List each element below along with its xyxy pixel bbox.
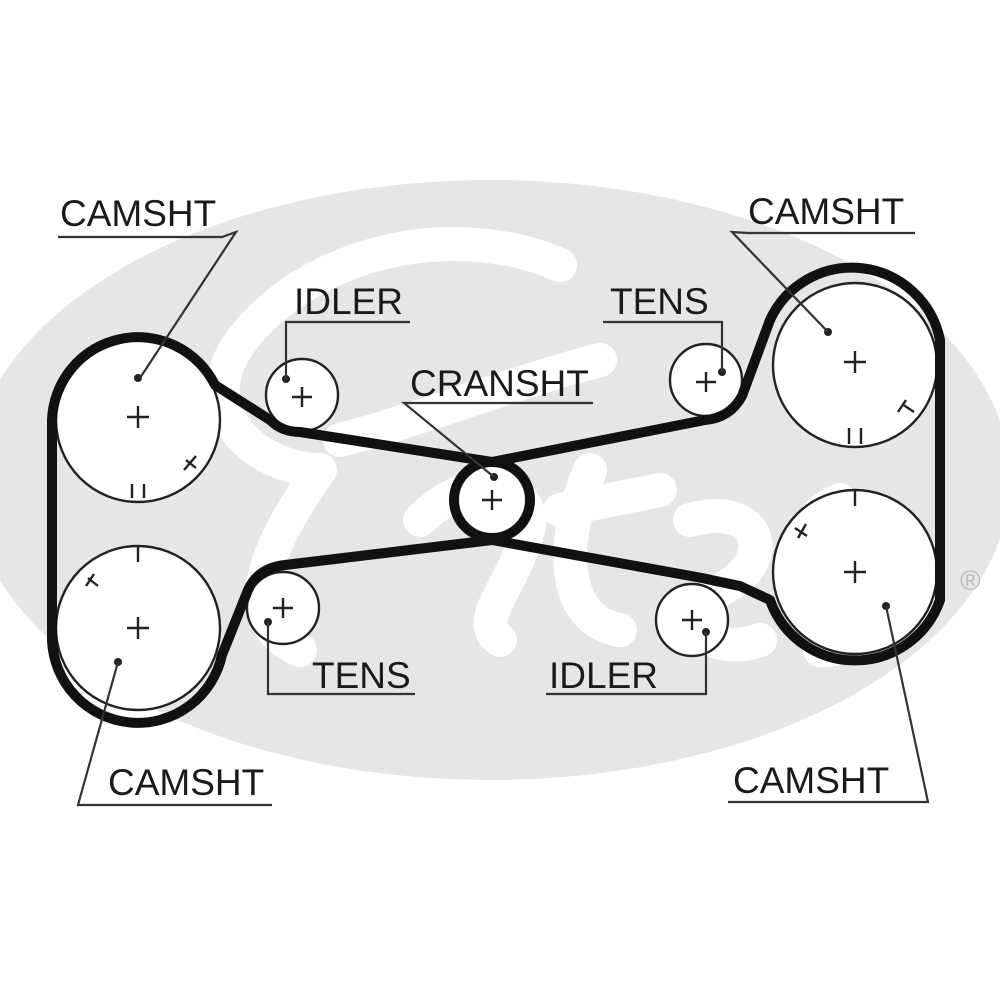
label-idler-bottom: IDLER	[549, 655, 658, 696]
leader-camshaft-bottom-right	[728, 605, 930, 804]
pulley-tensioner-bottom	[245, 570, 321, 646]
label-idler-top: IDLER	[294, 281, 403, 322]
pulley-camshaft-bottom-left	[54, 544, 222, 712]
pulley-camshaft-bottom-right	[771, 488, 939, 656]
leader-tensioner-top	[603, 320, 724, 372]
label-camshaft-bottom-left: CAMSHT	[108, 762, 264, 803]
pulley-camshaft-top-right	[771, 281, 939, 449]
leader-camshaft-top-right	[729, 230, 915, 333]
timing-belt	[47, 262, 945, 728]
leader-camshaft-bottom-left	[76, 661, 272, 807]
leader-idler-bottom	[546, 632, 708, 696]
label-camshaft-bottom-right: CAMSHT	[733, 760, 889, 801]
leader-crankshaft	[400, 401, 593, 478]
leader-camshaft-top-left	[58, 229, 239, 379]
label-tensioner-bottom: TENS	[312, 655, 411, 696]
pulley-crankshaft	[449, 457, 535, 543]
label-camshaft-top-left: CAMSHT	[60, 193, 216, 234]
leader-tensioner-bottom	[266, 622, 415, 696]
registered-mark: ®	[960, 565, 981, 596]
label-tensioner-top: TENS	[610, 281, 709, 322]
label-crankshaft: CRANSHT	[410, 363, 589, 404]
pulley-idler-bottom	[654, 582, 730, 658]
leader-lines	[58, 229, 930, 807]
leader-idler-top	[284, 320, 410, 379]
label-camshaft-top-right: CAMSHT	[748, 191, 904, 232]
